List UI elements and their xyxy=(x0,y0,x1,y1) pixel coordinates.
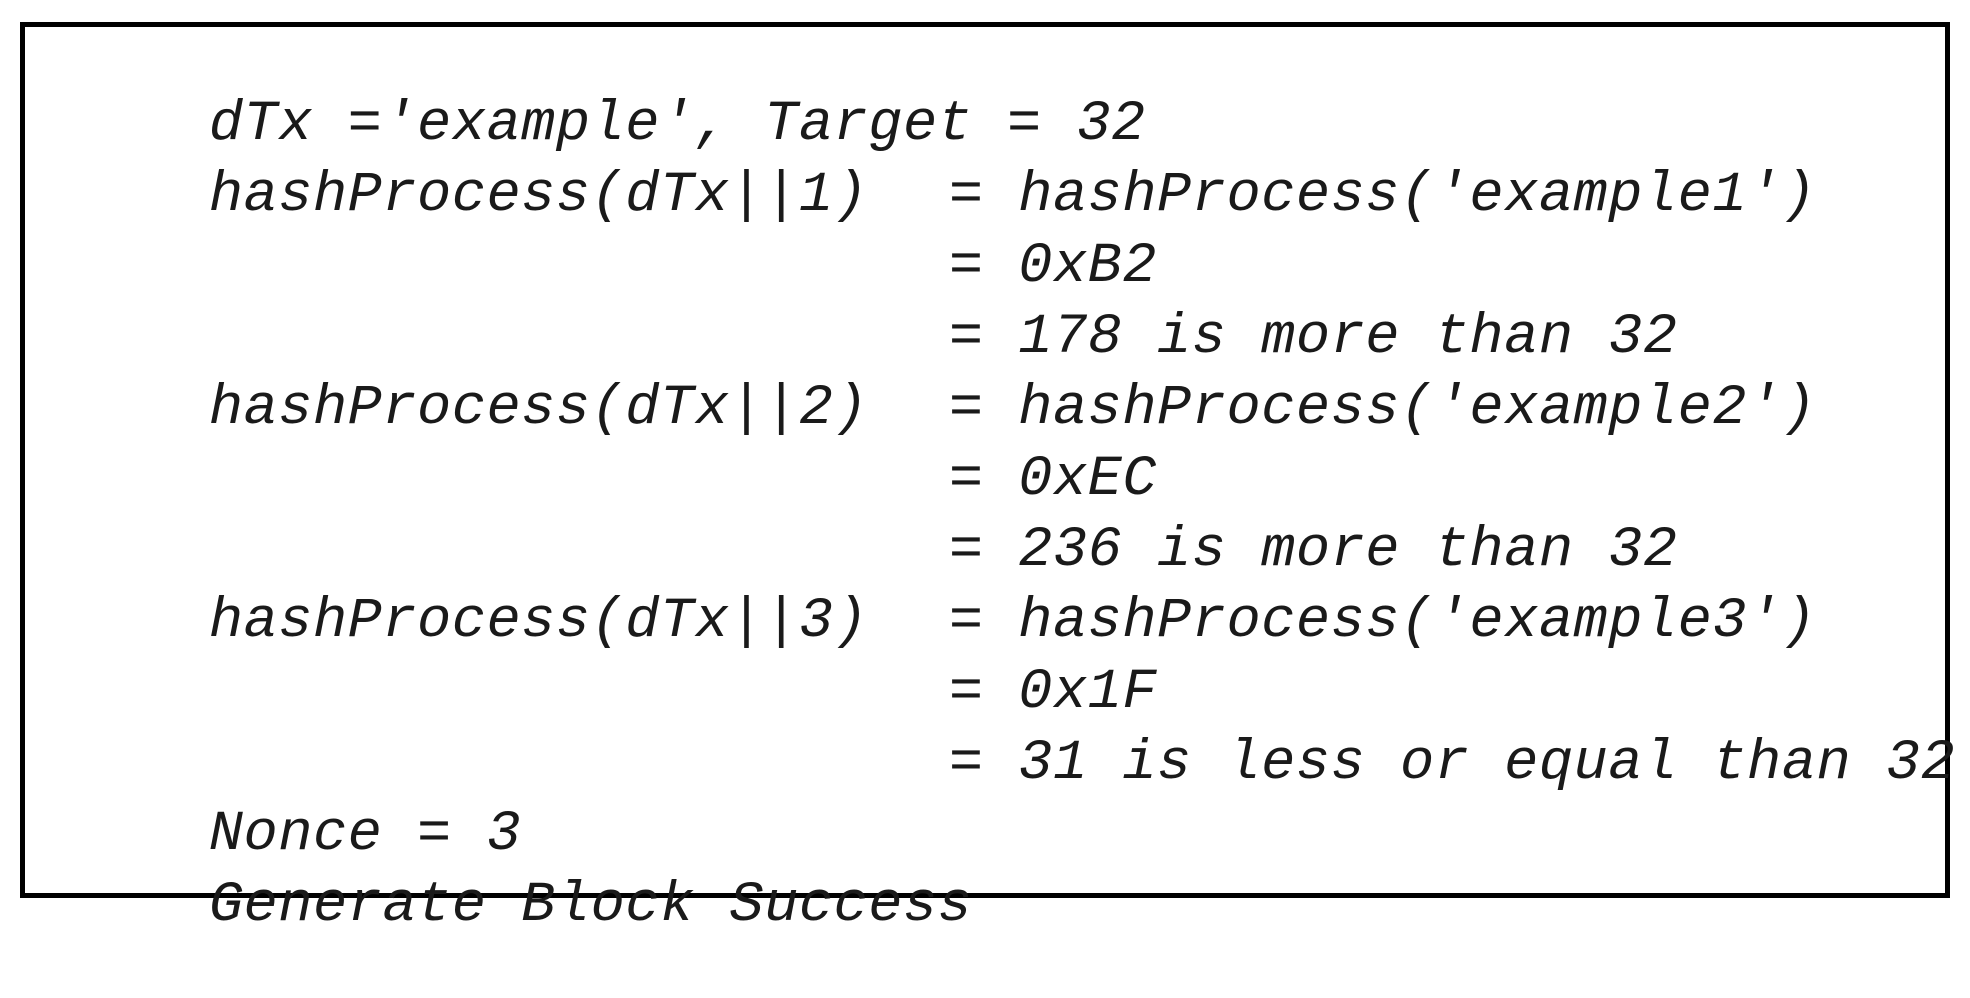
line-3: = 0xB2 xyxy=(70,177,1157,297)
line-12: Generate Block Success xyxy=(70,816,972,936)
line-2-right: = hashProcess('example1') xyxy=(948,164,1817,228)
line-11: Nonce = 3 xyxy=(70,745,521,865)
line-6-right: = 0xEC xyxy=(948,448,1158,512)
line-5: hashProcess(dTx||2) = hashProcess('exampl… xyxy=(70,319,1816,439)
line-9: = 0x1F xyxy=(70,603,1157,723)
line-8-left: hashProcess(dTx||3) xyxy=(208,590,869,654)
line-8: hashProcess(dTx||3) = hashProcess('exampl… xyxy=(70,532,1816,652)
line-9-right: = 0x1F xyxy=(948,661,1158,725)
code-block-frame: dTx ='example', Target = 32 hashProcess(… xyxy=(20,22,1955,936)
line-7-right: = 236 is more than 32 xyxy=(948,519,1678,583)
line-1-text: dTx ='example', Target = 32 xyxy=(208,93,1146,157)
line-2: hashProcess(dTx||1) = hashProcess('exampl… xyxy=(70,106,1816,226)
line-5-left: hashProcess(dTx||2) xyxy=(208,377,869,441)
line-2-left: hashProcess(dTx||1) xyxy=(208,164,869,228)
line-6: = 0xEC xyxy=(70,390,1157,510)
line-7: = 236 is more than 32 xyxy=(70,461,1678,581)
line-5-right: = hashProcess('example2') xyxy=(948,377,1817,441)
line-11-text: Nonce = 3 xyxy=(208,803,522,867)
line-10-right: = 31 is less or equal than 32 xyxy=(948,732,1956,796)
line-10: = 31 is less or equal than 32 xyxy=(70,674,1955,794)
line-4: = 178 is more than 32 xyxy=(70,248,1678,368)
line-3-right: = 0xB2 xyxy=(948,235,1158,299)
line-4-right: = 178 is more than 32 xyxy=(948,306,1678,370)
line-1: dTx ='example', Target = 32 xyxy=(70,35,1146,155)
line-12-text: Generate Block Success xyxy=(208,874,973,938)
line-8-right: = hashProcess('example3') xyxy=(948,590,1817,654)
